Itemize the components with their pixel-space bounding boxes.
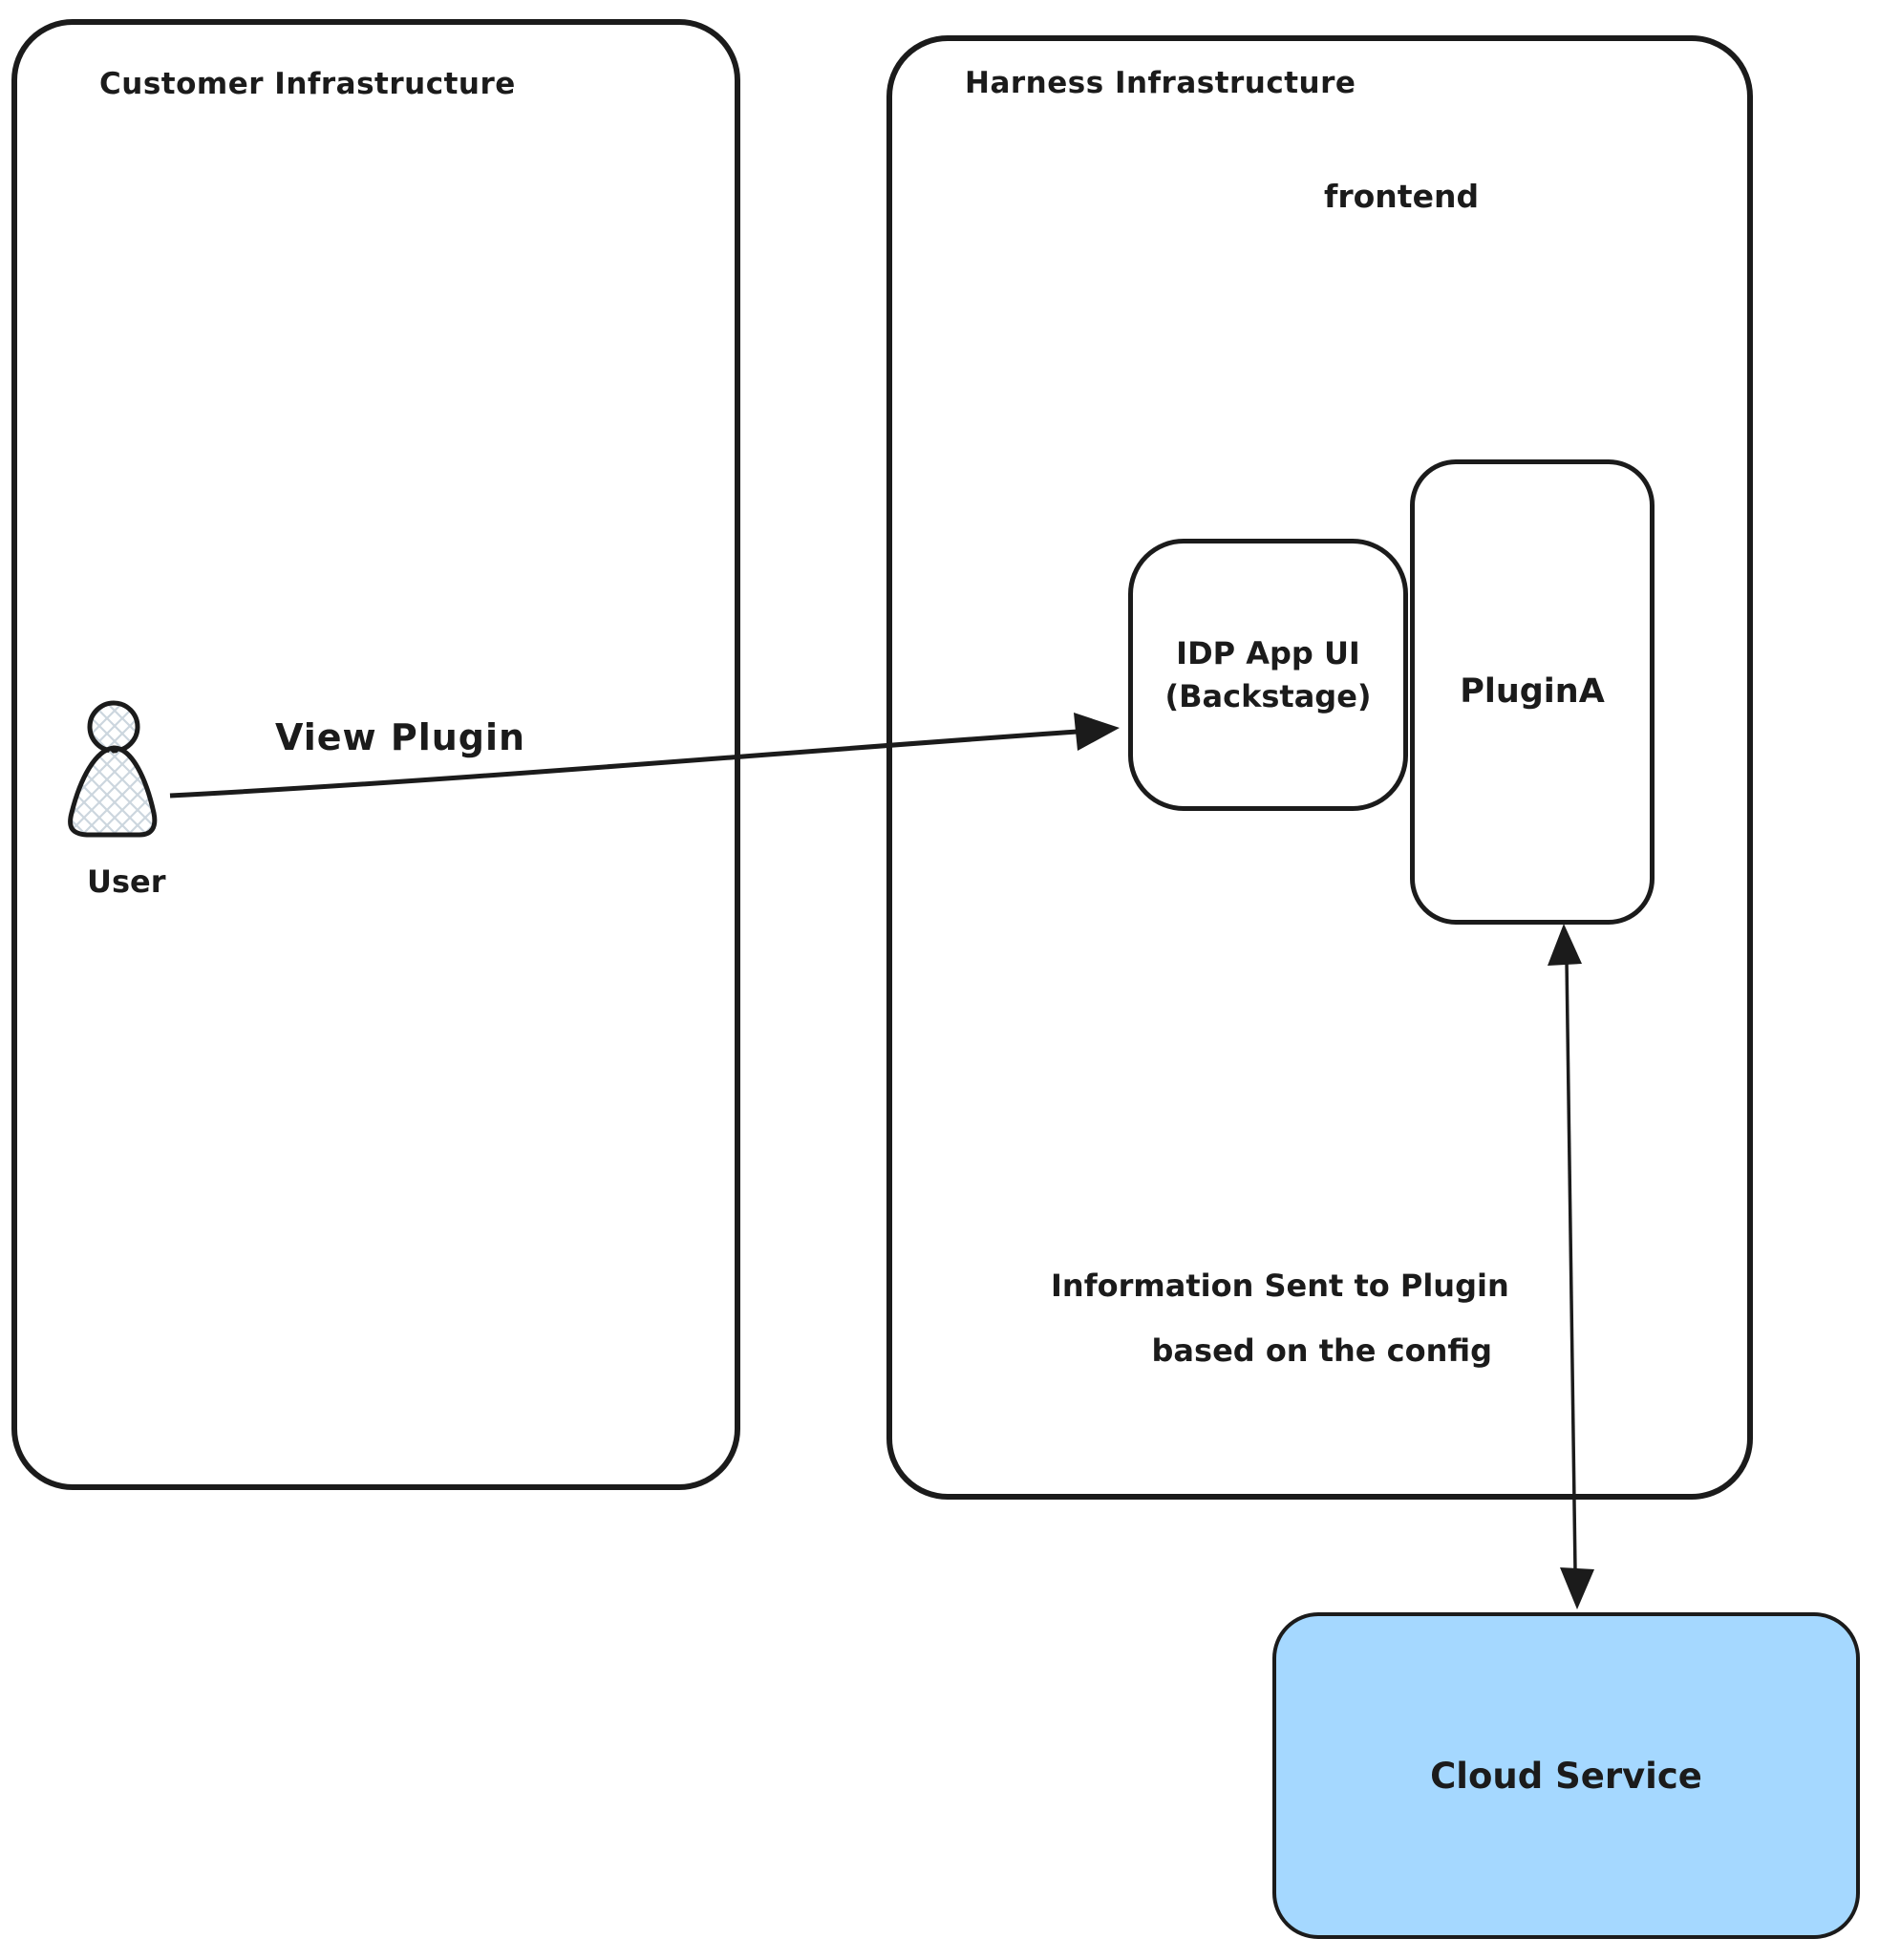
plugin-cloud-arrow-label: Information Sent to Plugin based on the … [1051, 1263, 1509, 1374]
plugin-cloud-arrowhead-down [1560, 1567, 1594, 1609]
harness-infrastructure-title: Harness Infrastructure [965, 66, 1356, 100]
plugin-cloud-arrow-label-line1: Information Sent to Plugin [1051, 1268, 1509, 1304]
frontend-label: frontend [1324, 178, 1480, 215]
plugin-cloud-arrow-label-line2: based on the config [1151, 1332, 1492, 1369]
idp-app-ui-node: IDP App UI (Backstage) [1128, 539, 1408, 811]
idp-app-ui-line2: (Backstage) [1164, 677, 1372, 714]
idp-app-ui-line1: IDP App UI [1176, 634, 1360, 671]
user-label: User [87, 863, 166, 900]
harness-infrastructure-box: Harness Infrastructure frontend IDP App … [886, 35, 1753, 1500]
cloud-service-label: Cloud Service [1430, 1755, 1702, 1797]
customer-infrastructure-title: Customer Infrastructure [99, 67, 516, 101]
plugin-a-node: PluginA [1410, 459, 1655, 925]
view-plugin-arrow-label: View Plugin [275, 716, 526, 758]
plugin-a-label: PluginA [1460, 672, 1605, 711]
cloud-service-node: Cloud Service [1272, 1612, 1860, 1939]
idp-app-ui-text: IDP App UI (Backstage) [1164, 632, 1371, 718]
